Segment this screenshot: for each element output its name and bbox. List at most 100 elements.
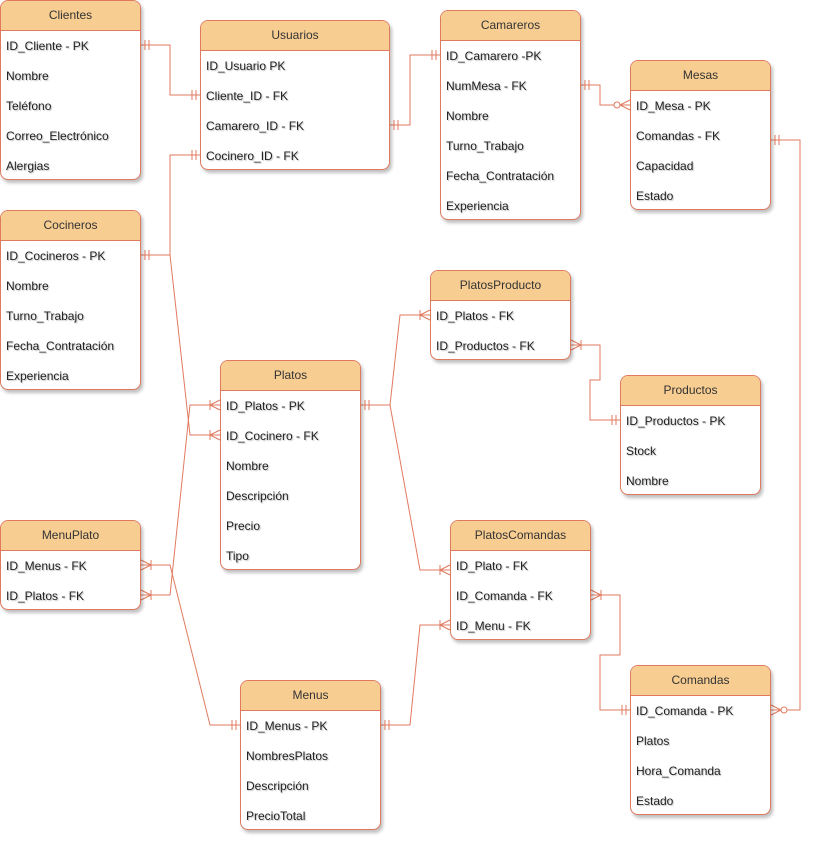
entity-title-camareros: Camareros <box>441 11 580 41</box>
field-menu-plato-id-menus[interactable]: ID_Menus - FK <box>6 559 87 573</box>
entity-title-cocineros: Cocineros <box>1 211 140 241</box>
relation-cocineros-platos-end-crow <box>209 429 221 436</box>
entity-title-mesas: Mesas <box>631 61 770 91</box>
field-platos-descripcion[interactable]: Descripción <box>226 489 289 503</box>
relation-platosproducto-productos-path <box>571 344 620 421</box>
relation-camareros-mesas <box>581 80 631 111</box>
field-productos-id-productos[interactable]: ID_Productos - PK <box>626 414 726 428</box>
field-camareros-nummesa[interactable]: NumMesa - FK <box>446 79 527 93</box>
field-usuarios-id-usuario[interactable]: ID_Usuario PK <box>206 59 286 73</box>
field-menus-nombresplatos[interactable]: NombresPlatos <box>246 749 329 763</box>
relation-camareros-mesas-end-circle <box>613 101 621 109</box>
entity-title-platos: Platos <box>221 361 360 391</box>
field-platos-comandas-id-menu[interactable]: ID_Menu - FK <box>456 619 531 633</box>
relation-menus-platoscomandas <box>381 619 451 730</box>
entity-title-platos-comandas: PlatosComandas <box>451 521 590 551</box>
field-platos-id-cocinero[interactable]: ID_Cocinero - FK <box>226 429 319 443</box>
entity-comandas[interactable]: Comandas ID_Comanda - PK Platos Hora_Com… <box>630 665 771 815</box>
relation-platoscomandas-comandas-path <box>591 594 630 711</box>
relation-camareros-mesas-end-crow <box>619 104 631 111</box>
relation-cocineros-platos-end-crow <box>209 434 221 441</box>
field-camareros-turno[interactable]: Turno_Trabajo <box>446 139 524 153</box>
relation-menuplato-platos <box>140 399 221 601</box>
field-camareros-nombre[interactable]: Nombre <box>446 109 489 123</box>
field-camareros-fecha[interactable]: Fecha_Contratación <box>446 169 555 183</box>
relation-clientes-usuarios-path <box>141 44 200 96</box>
entity-usuarios[interactable]: Usuarios ID_Usuario PK Cliente_ID - FK C… <box>200 20 390 170</box>
relation-camareros-usuarios-path <box>390 54 440 126</box>
field-mesas-comandas[interactable]: Comandas - FK <box>636 129 721 143</box>
entity-menu-plato[interactable]: MenuPlato ID_Menus - FK ID_Platos - FK <box>0 520 141 610</box>
field-camareros-experiencia[interactable]: Experiencia <box>446 199 509 213</box>
field-usuarios-camarero-id[interactable]: Camarero_ID - FK <box>206 119 305 133</box>
field-productos-stock[interactable]: Stock <box>626 444 657 458</box>
field-usuarios-cliente-id[interactable]: Cliente_ID - FK <box>206 89 289 103</box>
field-menus-preciototal[interactable]: PrecioTotal <box>246 809 306 823</box>
entity-productos[interactable]: Productos ID_Productos - PK Stock Nombre <box>620 375 761 495</box>
field-platos-producto-id-productos[interactable]: ID_Productos - FK <box>436 339 535 353</box>
entity-title-platos-producto: PlatosProducto <box>431 271 570 301</box>
relation-mesas-comandas-end-crow <box>770 704 782 711</box>
field-clientes-nombre[interactable]: Nombre <box>6 69 49 83</box>
relation-platos-platoscomandas-end-crow <box>439 564 451 571</box>
field-clientes-alergias[interactable]: Alergias <box>6 159 50 173</box>
field-comandas-id-comanda[interactable]: ID_Comanda - PK <box>636 704 734 718</box>
entity-platos[interactable]: Platos ID_Platos - PK ID_Cocinero - FK N… <box>220 360 361 570</box>
field-cocineros-fecha[interactable]: Fecha_Contratación <box>6 339 115 353</box>
field-cocineros-id-cocineros[interactable]: ID_Cocineros - PK <box>6 249 106 263</box>
field-platos-tipo[interactable]: Tipo <box>226 549 249 563</box>
field-comandas-platos[interactable]: Platos <box>636 734 670 748</box>
relation-menuplato-platos-start-crow <box>140 594 152 601</box>
field-comandas-estado[interactable]: Estado <box>636 794 674 808</box>
field-cocineros-nombre[interactable]: Nombre <box>6 279 49 293</box>
entity-title-clientes: Clientes <box>1 1 140 31</box>
relation-clientes-usuarios <box>141 40 200 100</box>
field-usuarios-cocinero-id[interactable]: Cocinero_ID - FK <box>206 149 299 163</box>
entity-title-usuarios: Usuarios <box>201 21 389 51</box>
entity-menus[interactable]: Menus ID_Menus - PK NombresPlatos Descri… <box>240 680 381 830</box>
relation-mesas-comandas-end-circle <box>780 706 788 714</box>
field-mesas-capacidad[interactable]: Capacidad <box>636 159 694 173</box>
entity-mesas[interactable]: Mesas ID_Mesa - PK Comandas - FK Capacid… <box>630 60 771 210</box>
entity-cocineros[interactable]: Cocineros ID_Cocineros - PK Nombre Turno… <box>0 210 141 390</box>
field-clientes-id-cliente[interactable]: ID_Cliente - PK <box>6 39 89 53</box>
field-mesas-id-mesa[interactable]: ID_Mesa - PK <box>636 99 711 113</box>
field-productos-nombre[interactable]: Nombre <box>626 474 669 488</box>
relation-platos-platosproducto <box>361 309 431 410</box>
field-mesas-estado[interactable]: Estado <box>636 189 674 203</box>
relation-menus-platoscomandas-path <box>381 624 450 726</box>
relation-menuplato-platos-end-crow <box>209 404 221 411</box>
entity-clientes[interactable]: Clientes ID_Cliente - PK Nombre Teléfono… <box>0 0 141 180</box>
field-camareros-id-camarero[interactable]: ID_Camarero -PK <box>446 49 542 63</box>
field-platos-id-platos[interactable]: ID_Platos - PK <box>226 399 305 413</box>
relation-platoscomandas-comandas-start-crow <box>590 589 602 596</box>
relation-cocineros-usuarios-path <box>141 154 200 256</box>
relation-menuplato-menus <box>140 559 240 730</box>
field-platos-nombre[interactable]: Nombre <box>226 459 269 473</box>
entity-title-menu-plato: MenuPlato <box>1 521 140 551</box>
entity-title-comandas: Comandas <box>631 666 770 696</box>
field-cocineros-turno[interactable]: Turno_Trabajo <box>6 309 84 323</box>
field-platos-comandas-id-comanda[interactable]: ID_Comanda - FK <box>456 589 553 603</box>
field-platos-precio[interactable]: Precio <box>226 519 261 533</box>
field-menu-plato-id-platos[interactable]: ID_Platos - FK <box>6 589 85 603</box>
relation-cocineros-platos-path <box>141 254 220 436</box>
field-comandas-hora[interactable]: Hora_Comanda <box>636 764 721 778</box>
entity-platos-comandas[interactable]: PlatosComandas ID_Plato - FK ID_Comanda … <box>450 520 591 640</box>
relation-menuplato-menus-path <box>141 564 240 726</box>
field-menus-id-menus[interactable]: ID_Menus - PK <box>246 719 328 733</box>
relation-cocineros-usuarios <box>141 150 200 260</box>
entity-platos-producto[interactable]: PlatosProducto ID_Platos - FK ID_Product… <box>430 270 571 360</box>
relation-platoscomandas-comandas <box>590 589 630 715</box>
relation-platoscomandas-comandas-start-crow <box>590 594 602 601</box>
relation-menus-platoscomandas-end-crow <box>439 619 451 626</box>
entity-camareros[interactable]: Camareros ID_Camarero -PK NumMesa - FK N… <box>440 10 581 220</box>
relation-platosproducto-productos-start-crow <box>570 339 582 346</box>
field-clientes-correo[interactable]: Correo_Electrónico <box>6 129 109 143</box>
field-clientes-telefono[interactable]: Teléfono <box>6 99 52 113</box>
field-cocineros-experiencia[interactable]: Experiencia <box>6 369 69 383</box>
field-platos-producto-id-platos[interactable]: ID_Platos - FK <box>436 309 515 323</box>
field-platos-comandas-id-plato[interactable]: ID_Plato - FK <box>456 559 529 573</box>
field-menus-descripcion[interactable]: Descripción <box>246 779 309 793</box>
